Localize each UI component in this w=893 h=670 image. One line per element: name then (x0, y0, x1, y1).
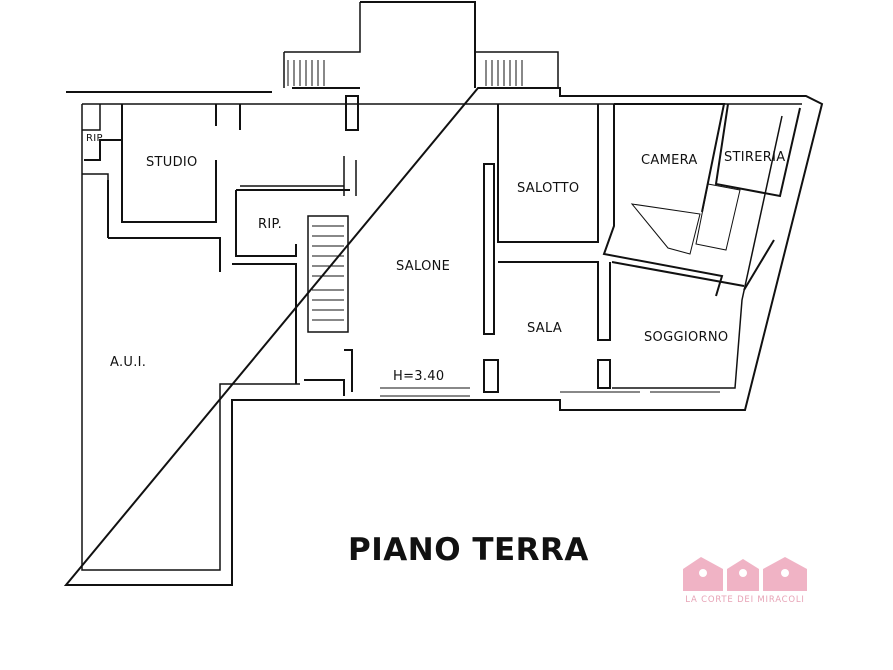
company-logo: LA CORTE DEI MIRACOLI (681, 555, 809, 605)
soggiorno-walls (611, 239, 775, 291)
room-label-soggiorno: SOGGIORNO (644, 330, 728, 345)
salone-left (304, 349, 353, 396)
room-label-rip-small: RIP. (86, 133, 105, 144)
stireria-stair (695, 183, 741, 251)
balcony (283, 2, 559, 88)
salotto-walls (497, 104, 599, 243)
room-label-sala: SALA (527, 321, 562, 336)
room-label-camera: CAMERA (641, 153, 698, 168)
room-label-rip: RIP. (258, 217, 282, 232)
stair-treads (312, 225, 344, 321)
sala-post (597, 359, 611, 389)
room-label-aui: A.U.I. (110, 355, 146, 370)
logo-text: LA CORTE DEI MIRACOLI (685, 595, 805, 605)
rip-walls (235, 189, 350, 257)
height-label: H=3.40 (393, 369, 444, 384)
room-label-salotto: SALOTTO (517, 181, 579, 196)
corridor-walls (107, 180, 297, 384)
balcony-stairs-left (287, 60, 325, 86)
camera-stair (630, 203, 701, 255)
page-title: PIANO TERRA (348, 532, 589, 568)
rip-corridor (240, 156, 357, 196)
houses-icon (683, 557, 807, 591)
room-label-salone: SALONE (396, 259, 450, 274)
room-label-studio: STUDIO (146, 155, 198, 170)
rip-small-walls (82, 104, 101, 131)
stair-block (307, 215, 349, 333)
stireria-walls (714, 103, 801, 198)
salone-bottom-posts (483, 359, 499, 393)
sala-walls (498, 261, 611, 341)
camera-walls (602, 103, 726, 297)
salone-top-posts (345, 95, 359, 131)
studio-walls (84, 104, 217, 223)
balcony-stairs-right (485, 60, 523, 86)
outer-wall (63, 1, 824, 586)
room-label-stireria: STIRERIA (724, 150, 785, 165)
salone-right-wall (483, 163, 495, 335)
bottom-windows (380, 387, 720, 397)
studio-door (215, 104, 241, 130)
aui-walls (82, 173, 109, 180)
